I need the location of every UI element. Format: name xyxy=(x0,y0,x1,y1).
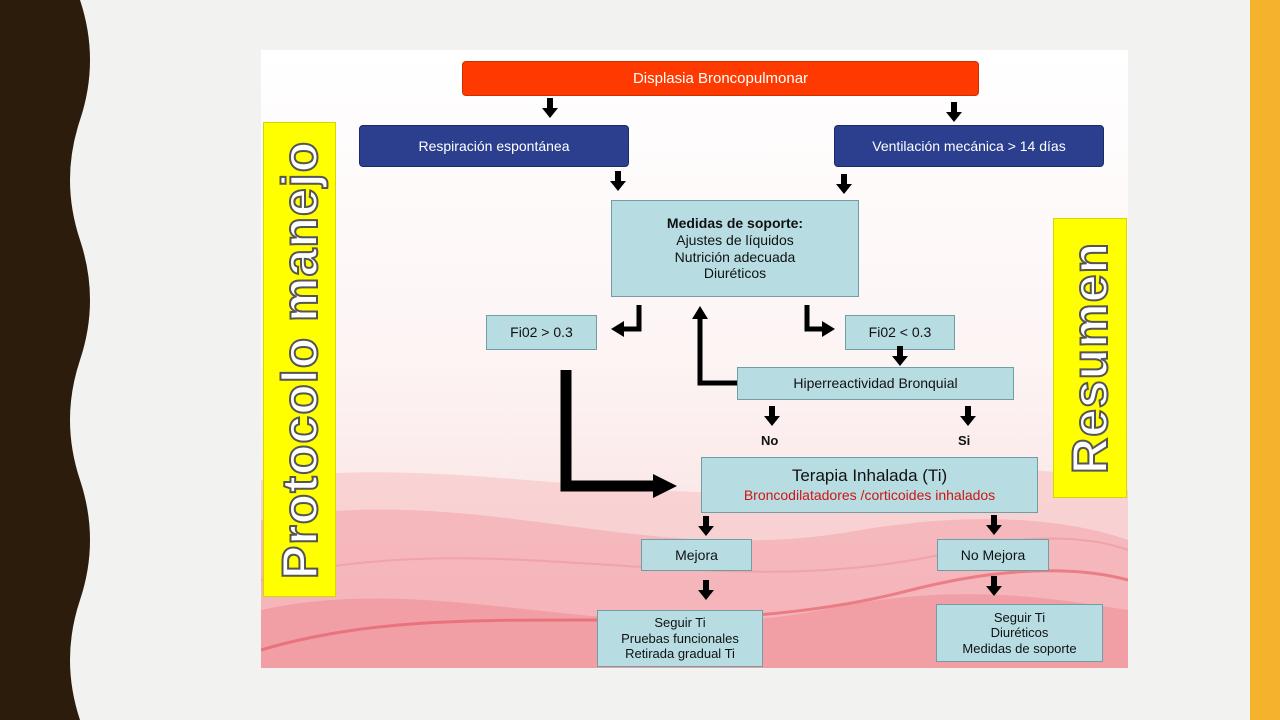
branch-si-label: Si xyxy=(958,433,971,448)
flow-arrows xyxy=(542,98,1002,600)
improves-outcome-box: Seguir Ti Pruebas funcionales Retirada g… xyxy=(597,610,763,667)
title-box: Displasia Broncopulmonar xyxy=(462,61,979,96)
support-title: Medidas de soporte: xyxy=(666,214,804,231)
down-arrow-icon xyxy=(610,171,626,191)
not-improves-text: No Mejora xyxy=(960,546,1026,563)
support-line: Diuréticos xyxy=(703,265,767,282)
resumen-side-label: Resumen xyxy=(1053,218,1127,498)
outcome-line: Diuréticos xyxy=(990,625,1049,641)
down-arrow-icon xyxy=(986,515,1002,535)
left-wavy-strip xyxy=(0,0,90,720)
down-arrow-icon xyxy=(698,516,714,536)
down-arrow-icon xyxy=(946,102,962,122)
down-arrow-icon xyxy=(836,174,852,194)
elbow-arrow-icon xyxy=(611,305,642,337)
therapy-title: Terapia Inhalada (Ti) xyxy=(791,466,948,486)
not-improves-box: No Mejora xyxy=(937,539,1049,571)
elbow-arrow-icon xyxy=(804,305,835,337)
title-text: Displasia Broncopulmonar xyxy=(632,69,809,87)
fio2-low-box: Fi02 < 0.3 xyxy=(845,315,955,350)
branch-no-label: No xyxy=(761,433,779,448)
outcome-line: Pruebas funcionales xyxy=(621,630,739,646)
down-arrow-icon xyxy=(542,98,558,118)
fio2-low-text: Fi02 < 0.3 xyxy=(868,324,932,341)
outcome-line: Seguir Ti xyxy=(993,609,1046,625)
mechanical-ventilation-box: Ventilación mecánica > 14 días xyxy=(834,125,1104,167)
down-arrow-icon xyxy=(960,406,976,426)
up-arrow-icon xyxy=(692,306,737,386)
bronchial-hyperreactivity-box: Hiperreactividad Bronquial xyxy=(737,367,1014,400)
flowchart-slide: Displasia Broncopulmonar Protocolo manej… xyxy=(261,50,1128,668)
down-arrow-icon xyxy=(698,580,714,600)
improves-box: Mejora xyxy=(641,539,752,571)
outcome-line: Retirada gradual Ti xyxy=(625,646,735,662)
down-arrow-icon xyxy=(986,576,1002,596)
protocol-side-label: Protocolo manejo xyxy=(263,122,336,597)
elbow-arrow-icon xyxy=(560,370,677,498)
improves-text: Mejora xyxy=(675,546,718,563)
hyperreactivity-text: Hiperreactividad Bronquial xyxy=(793,375,958,392)
down-arrow-icon xyxy=(892,346,908,366)
support-measures-box: Medidas de soporte: Ajustes de líquidos … xyxy=(611,200,859,297)
not-improves-outcome-box: Seguir Ti Diuréticos Medidas de soporte xyxy=(936,604,1103,662)
support-line: Ajustes de líquidos xyxy=(676,231,794,248)
right-accent-strip xyxy=(1250,0,1280,720)
spontaneous-breathing-text: Respiración espontánea xyxy=(418,137,570,154)
spontaneous-breathing-box: Respiración espontánea xyxy=(359,125,629,167)
therapy-subtitle: Broncodilatadores /corticoides inhalados xyxy=(743,486,996,503)
inhaled-therapy-box: Terapia Inhalada (Ti) Broncodilatadores … xyxy=(701,457,1038,513)
outcome-line: Seguir Ti xyxy=(654,615,706,631)
support-line: Nutrición adecuada xyxy=(674,248,796,265)
down-arrow-icon xyxy=(764,406,780,426)
mechanical-ventilation-text: Ventilación mecánica > 14 días xyxy=(872,137,1066,154)
fio2-high-text: Fi02 > 0.3 xyxy=(510,324,573,341)
fio2-high-box: Fi02 > 0.3 xyxy=(486,315,597,350)
outcome-line: Medidas de soporte xyxy=(962,640,1077,656)
